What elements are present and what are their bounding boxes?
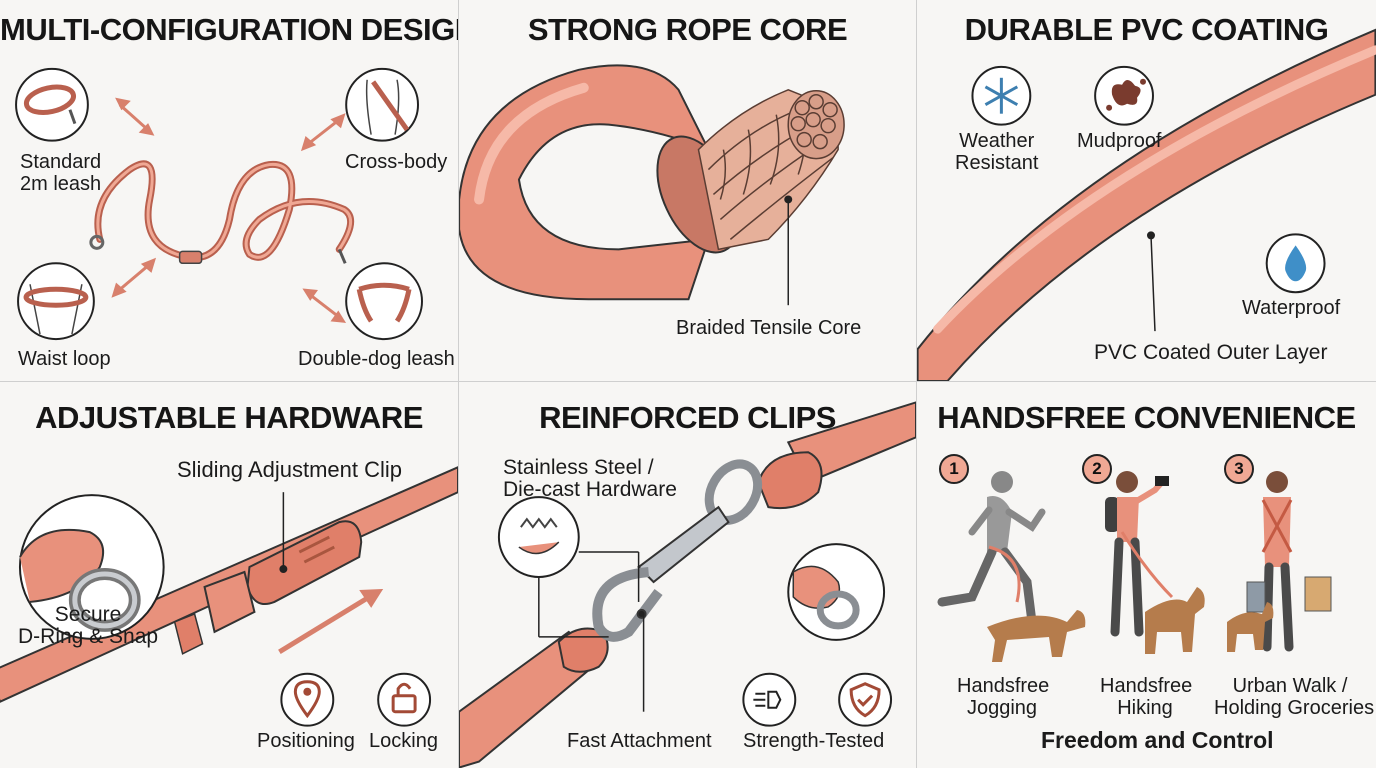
speed-lines-icon [742, 672, 797, 727]
sliding-clip-label: Sliding Adjustment Clip [177, 457, 403, 482]
step-number-1: 1 [939, 454, 969, 484]
waterproof-label: Waterproof [1242, 297, 1341, 319]
spring-zoom [497, 496, 640, 638]
multi-configuration-illustration [15, 67, 423, 341]
step-number-3: 3 [1224, 454, 1254, 484]
clips-illustration [459, 401, 916, 768]
snap-hook [592, 459, 763, 642]
panel-handsfree: HANDSFREE CONVENIENCE 1 2 3 [917, 382, 1376, 768]
secure-d-ring-label: Secure D-Ring & Snap [18, 603, 159, 648]
cross-body-label: Cross-body [345, 151, 448, 173]
clip-zoom [787, 543, 886, 641]
hiking-label: Handsfree Hiking [1100, 675, 1193, 719]
standard-leash-icon [15, 67, 89, 142]
cross-body-icon [345, 67, 420, 142]
double-dog-icon [345, 262, 423, 341]
panel-adjustable-hardware: ADJUSTABLE HARDWARE [0, 382, 459, 768]
panel-pvc-coating: DURABLE PVC COATING Weathe [917, 0, 1376, 382]
stainless-steel-label: Stainless Steel / Die-cast Hardware [503, 456, 677, 501]
location-pin-icon [280, 672, 335, 727]
rope-core-illustration [459, 64, 845, 306]
padlock-icon [377, 672, 432, 727]
urban-walk-label: Urban Walk / Holding Groceries [1214, 675, 1375, 719]
sliding-clip [246, 520, 363, 605]
panel-title: STRONG ROPE CORE [527, 12, 848, 47]
panel-rope-core: STRONG ROPE CORE Braided Tensile [459, 0, 917, 382]
dog-2 [1145, 587, 1205, 654]
weather-resistant-label: Weather Resistant [955, 130, 1039, 174]
snowflake-icon [971, 65, 1032, 126]
braided-core-label: Braided Tensile Core [676, 317, 862, 339]
waist-loop-icon [17, 262, 95, 341]
standard-label: Standard 2m leash [20, 151, 102, 195]
panel-title: ADJUSTABLE HARDWARE [35, 400, 423, 435]
water-drop-icon [1265, 233, 1326, 294]
strength-tested-label: Strength-Tested [743, 730, 885, 752]
positioning-label: Positioning [257, 730, 355, 752]
waist-loop-label: Waist loop [18, 348, 111, 370]
leash-rope [94, 160, 354, 262]
dog-1 [987, 610, 1086, 662]
jogging-label: Handsfree Jogging [957, 675, 1050, 719]
pvc-coating-illustration [917, 28, 1376, 381]
panel-multi-configuration: MULTI-CONFIGURATION DESIGN [0, 0, 459, 382]
jogger-figure [937, 471, 1046, 627]
panel-title: DURABLE PVC COATING [964, 12, 1329, 47]
double-dog-label: Double-dog leash [298, 348, 455, 370]
core-end [787, 90, 845, 160]
dog-3 [1227, 602, 1274, 652]
panel-reinforced-clips: REINFORCED CLIPS [459, 382, 917, 768]
panel-title: REINFORCED CLIPS [539, 400, 836, 435]
shield-check-icon [838, 672, 893, 727]
d-ring-zoom [18, 494, 165, 640]
panel-title: MULTI-CONFIGURATION DESIGN [0, 12, 459, 47]
freedom-control-label: Freedom and Control [1041, 727, 1274, 753]
mudproof-label: Mudproof [1077, 130, 1162, 152]
hardware-illustration [0, 466, 458, 727]
handsfree-illustration [937, 471, 1332, 662]
hiker-figure [1105, 471, 1174, 637]
locking-label: Locking [369, 730, 438, 752]
pvc-outer-label: PVC Coated Outer Layer [1094, 341, 1328, 364]
step-number-2: 2 [1082, 454, 1112, 484]
mud-splash-icon [1094, 65, 1154, 126]
fast-attachment-label: Fast Attachment [567, 730, 712, 752]
panel-title: HANDSFREE CONVENIENCE [937, 400, 1356, 435]
